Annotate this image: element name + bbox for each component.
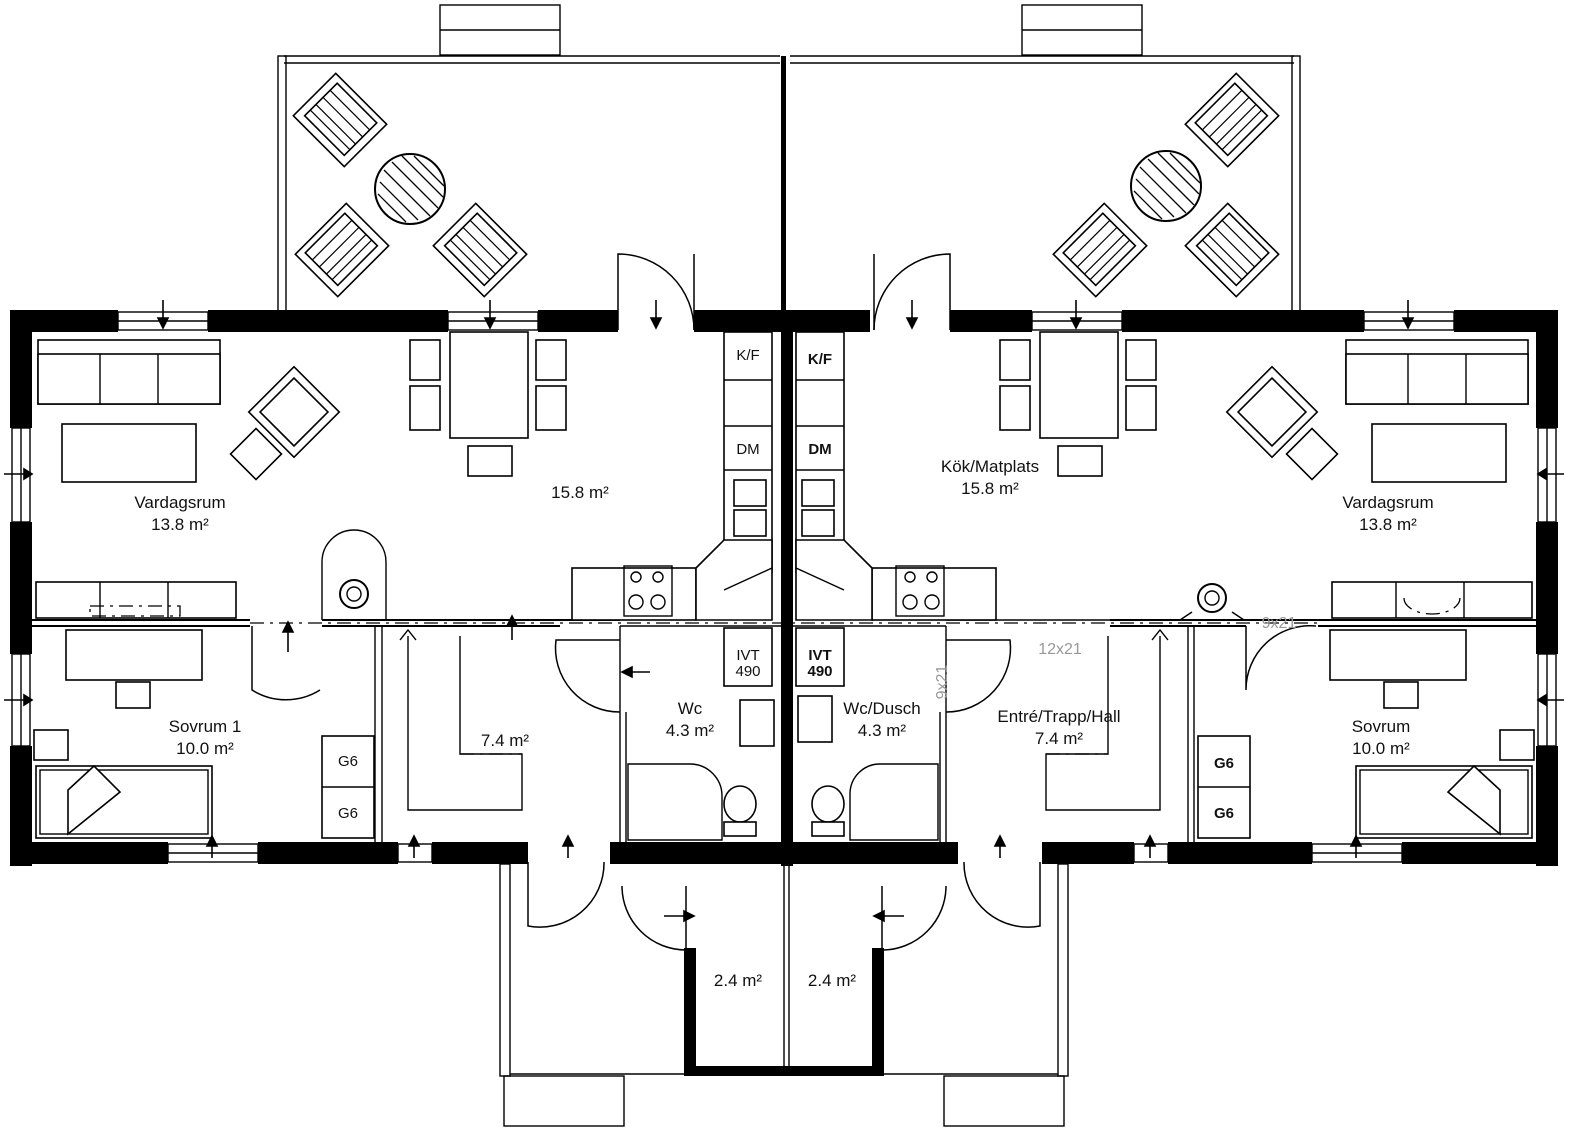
- left-bedroom-label: Sovrum 1 10.0 m²: [140, 716, 270, 760]
- right-living-label: Vardagsrum 13.8 m²: [1318, 492, 1458, 536]
- right-bedroom-furniture: [1329, 581, 1535, 839]
- left-g6-bottom-label: G6: [337, 805, 358, 822]
- right-bedroom-door: [1245, 624, 1317, 691]
- room-name: Entré/Trapp/Hall: [997, 707, 1121, 726]
- right-coffee-table: [1371, 423, 1507, 483]
- right-kf-label: K/F: [807, 351, 833, 368]
- stair-arrows: [399, 628, 1169, 641]
- right-kitchen-label: Kök/Matplats 15.8 m²: [920, 456, 1060, 500]
- left-armchair: [247, 365, 341, 459]
- right-armchair: [1225, 365, 1319, 459]
- left-footstool: [229, 427, 283, 481]
- right-g6-top-label: G6: [1213, 755, 1234, 772]
- room-area: 7.4 m²: [1034, 729, 1084, 748]
- room-name: Sovrum: [1351, 717, 1411, 736]
- right-stair: [1045, 636, 1161, 811]
- right-porch: [786, 861, 1069, 1127]
- patio-chair-left-1: [292, 72, 388, 168]
- patio-table-left: [374, 153, 446, 225]
- room-area: 4.3 m²: [857, 721, 907, 740]
- right-bedroom-label: Sovrum 10.0 m²: [1316, 716, 1446, 760]
- patio-chair-left-2: [294, 202, 390, 298]
- interior-walls: [32, 619, 1536, 842]
- room-area: 13.8 m²: [1359, 515, 1417, 534]
- left-hall-label: 7.4 m²: [460, 730, 550, 752]
- door-dimension-9x21-vertical: 9x21: [934, 664, 951, 700]
- room-area: 4.3 m²: [665, 721, 715, 740]
- right-footstool: [1285, 427, 1339, 481]
- door-dimension-9x21: 9x21: [1261, 615, 1297, 632]
- outer-walls: [10, 310, 1558, 866]
- left-stair: [407, 636, 523, 811]
- room-area: 15.8 m²: [961, 479, 1019, 498]
- left-bedroom-furniture: [33, 581, 237, 839]
- patio-chair-right-1: [1184, 72, 1280, 168]
- left-dining-set: [409, 331, 567, 477]
- room-name: Vardagsrum: [1342, 493, 1434, 512]
- arrows: [4, 300, 1564, 923]
- room-area: 2.4 m²: [807, 971, 857, 990]
- left-sofa: [37, 339, 221, 405]
- right-hall-label: Entré/Trapp/Hall 7.4 m²: [964, 706, 1154, 750]
- left-dm-label: DM: [736, 441, 760, 458]
- patio-chair-right-3: [1184, 202, 1280, 298]
- room-area: 15.8 m²: [551, 483, 609, 502]
- left-wc-label: Wc 4.3 m²: [640, 698, 740, 742]
- patio-right: [790, 4, 1301, 313]
- left-porch-label: 2.4 m²: [696, 970, 780, 992]
- right-wc-label: Wc/Dusch 4.3 m²: [820, 698, 944, 742]
- room-name: Kök/Matplats: [940, 457, 1040, 476]
- door-dimension-12x21: 12x21: [1038, 641, 1082, 658]
- room-name: Wc: [677, 699, 703, 718]
- room-area: 7.4 m²: [480, 731, 530, 750]
- right-porch-label: 2.4 m²: [790, 970, 874, 992]
- left-ivt-label: IVT: [736, 647, 760, 664]
- porch-bottom-wall: [696, 1066, 872, 1076]
- right-ivt-number: 490: [807, 663, 833, 680]
- patio-chair-left-3: [432, 202, 528, 298]
- patio-chair-right-2: [1052, 202, 1148, 298]
- left-stove: [321, 529, 387, 620]
- left-wc-fixtures: [554, 627, 775, 841]
- left-kitchen-label: 15.8 m²: [520, 482, 640, 504]
- left-kitchen-counter: [571, 331, 773, 621]
- left-g6-top-label: G6: [337, 753, 358, 770]
- left-ivt-number: 490: [735, 663, 761, 680]
- right-g6-bottom-label: G6: [1213, 805, 1234, 822]
- right-stove: [1179, 583, 1245, 621]
- room-name: Wc/Dusch: [843, 699, 921, 718]
- left-bedroom-door: [251, 626, 321, 701]
- room-area: 10.0 m²: [1352, 739, 1410, 758]
- room-area: 13.8 m²: [151, 515, 209, 534]
- patio-doors: [617, 253, 951, 331]
- room-area: 10.0 m²: [176, 739, 234, 758]
- room-name: Sovrum 1: [168, 717, 242, 736]
- room-area: 2.4 m²: [713, 971, 763, 990]
- right-sofa: [1345, 339, 1529, 405]
- patio-divider: [781, 56, 786, 312]
- right-ivt-label: IVT: [808, 647, 832, 664]
- right-kitchen-counter: [795, 331, 997, 621]
- left-coffee-table: [61, 423, 197, 483]
- right-dining-set: [999, 331, 1157, 477]
- left-porch: [499, 861, 780, 1127]
- left-kf-label: K/F: [736, 347, 760, 364]
- patio-table-right: [1130, 150, 1202, 222]
- right-wc-fixtures: [795, 627, 1012, 841]
- left-living-label: Vardagsrum 13.8 m²: [110, 492, 250, 536]
- right-dm-label: DM: [808, 441, 832, 458]
- room-name: Vardagsrum: [134, 493, 226, 512]
